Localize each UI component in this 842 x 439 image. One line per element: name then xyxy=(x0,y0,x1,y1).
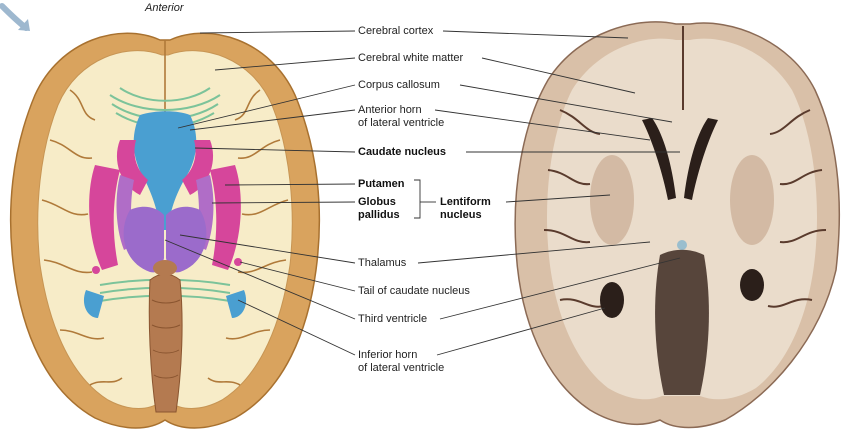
label-corpus-callosum: Corpus callosum xyxy=(358,79,440,91)
corner-arrow-icon xyxy=(0,3,30,31)
label-cerebral-white-matter: Cerebral white matter xyxy=(358,52,464,64)
label-anterior-horn: Anterior horn of lateral ventricle xyxy=(358,104,444,130)
leader-lines xyxy=(164,30,681,356)
slice-lentiform-left xyxy=(590,155,634,245)
thalamus-left xyxy=(123,206,164,273)
slice-ventricle-right xyxy=(684,118,718,200)
slice-inferior-horn-right xyxy=(740,269,764,301)
label-globus-line1: Globus xyxy=(358,196,396,208)
brainstem-shape xyxy=(148,273,183,413)
inferior-horn-left xyxy=(83,290,104,318)
label-lentiform-line2: nucleus xyxy=(440,209,482,221)
label-cerebral-cortex: Cerebral cortex xyxy=(358,25,434,37)
label-inferior-horn-line2: of lateral ventricle xyxy=(358,362,445,374)
label-lentiform-nucleus: Lentiform nucleus xyxy=(440,196,491,222)
label-inferior-horn-line1: Inferior horn xyxy=(358,349,418,361)
label-anterior: Anterior xyxy=(145,2,184,14)
slice-brainstem xyxy=(655,249,709,395)
slice-sulci xyxy=(543,26,827,308)
label-inferior-horn: Inferior horn of lateral ventricle xyxy=(358,349,444,375)
label-globus-line2: pallidus xyxy=(358,209,400,221)
putamen-left xyxy=(89,165,120,270)
label-globus-pallidus: Globus pallidus xyxy=(358,196,400,222)
label-third-ventricle: Third ventricle xyxy=(358,313,428,325)
inferior-horn-right xyxy=(226,290,247,318)
label-lentiform-line1: Lentiform xyxy=(440,196,491,208)
label-anterior-horn-line2: of lateral ventricle xyxy=(358,117,445,129)
slice-ventricle-left xyxy=(642,118,676,200)
illustration-brain xyxy=(9,32,321,429)
label-caudate-nucleus: Caudate nucleus xyxy=(358,146,447,158)
label-thalamus: Thalamus xyxy=(358,257,407,269)
photo-brain-slice xyxy=(514,21,841,429)
label-putamen: Putamen xyxy=(358,178,405,190)
label-anterior-horn-line1: Anterior horn xyxy=(358,104,422,116)
third-ventricle-region xyxy=(153,260,177,276)
slice-inferior-horn-left xyxy=(600,282,624,318)
label-tail-caudate: Tail of caudate nucleus xyxy=(358,285,470,297)
slice-lentiform-right xyxy=(730,155,774,245)
lateral-ventricles-shape xyxy=(133,111,197,230)
thalamus-right xyxy=(166,206,207,273)
